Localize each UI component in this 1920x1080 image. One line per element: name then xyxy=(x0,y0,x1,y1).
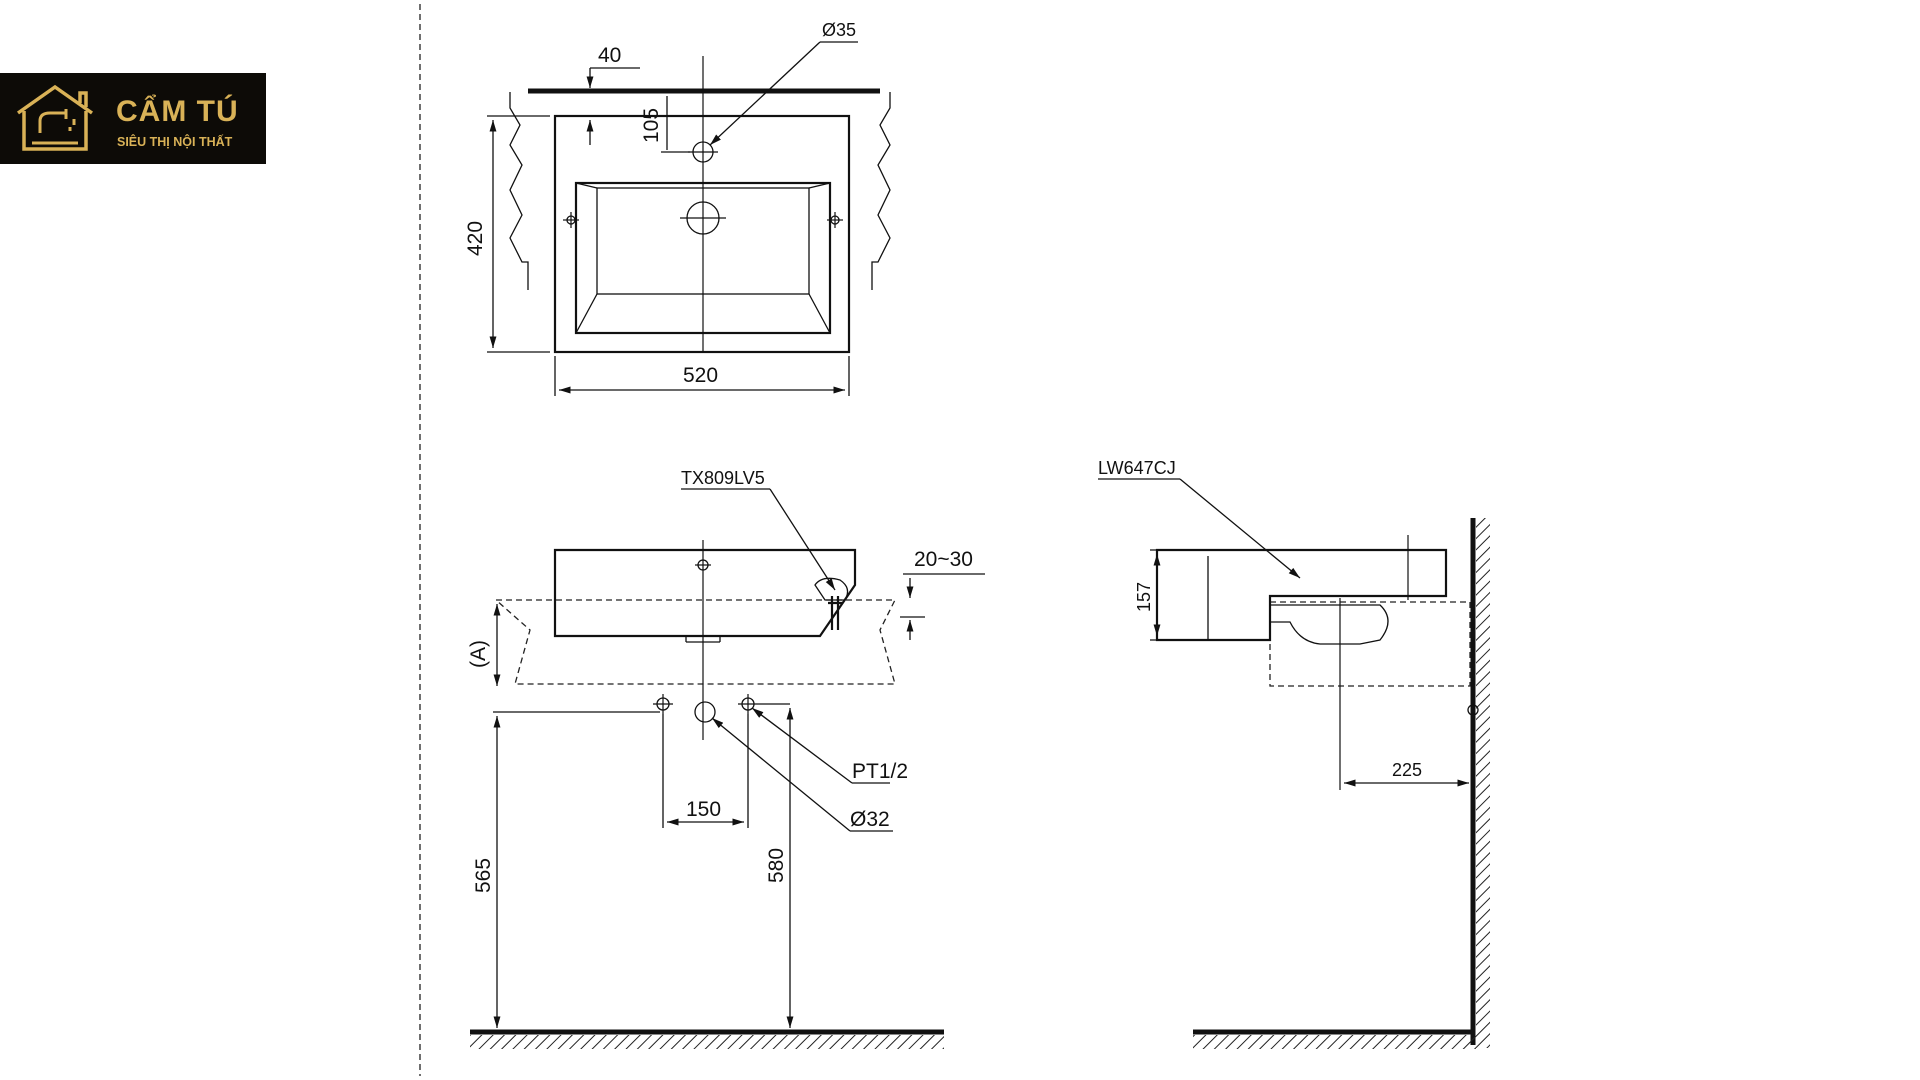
side-view: LW647CJ 157 225 xyxy=(1098,458,1490,1049)
dim-counter-height-note: (A) xyxy=(467,640,490,668)
dim-supply-spacing: 150 xyxy=(686,798,721,821)
basin-front xyxy=(553,548,857,638)
dim-tap-hole-offset: 105 xyxy=(640,108,663,143)
dim-supply-height: 565 xyxy=(472,858,495,893)
basin-side xyxy=(1155,548,1448,642)
brand-logo: CẨM TÚ SIÊU THỊ NỘI THẤT xyxy=(0,73,266,164)
brand-tagline: SIÊU THỊ NỘI THẤT xyxy=(117,135,233,149)
basin-model-label: LW647CJ xyxy=(1098,458,1176,478)
tap-hole-diameter: Ø35 xyxy=(822,20,856,40)
drain-diameter-label: Ø32 xyxy=(850,808,890,831)
dim-basin-height: 157 xyxy=(1134,582,1154,612)
countertop-side xyxy=(1269,601,1471,687)
dim-width: 520 xyxy=(683,364,718,387)
faucet-model-label: TX809LV5 xyxy=(681,468,765,488)
dim-depth: 420 xyxy=(464,221,487,256)
countertop xyxy=(494,599,897,685)
dim-wall-offset: 40 xyxy=(598,44,621,67)
house-faucet-icon xyxy=(16,84,94,151)
dim-counter-thickness: 20~30 xyxy=(914,548,973,571)
top-view: 40 105 Ø35 420 520 xyxy=(464,20,891,396)
basin-outline xyxy=(553,114,851,354)
drain-outlet xyxy=(694,701,716,723)
brand-name: CẨM TÚ xyxy=(116,95,239,128)
supply-thread-label: PT1/2 xyxy=(852,760,908,783)
dim-drain-from-wall: 225 xyxy=(1392,760,1422,780)
front-view: TX809LV5 20~30 (A) PT1/2 Ø32 150 565 xyxy=(467,468,985,1049)
dim-drain-height: 580 xyxy=(765,848,788,883)
